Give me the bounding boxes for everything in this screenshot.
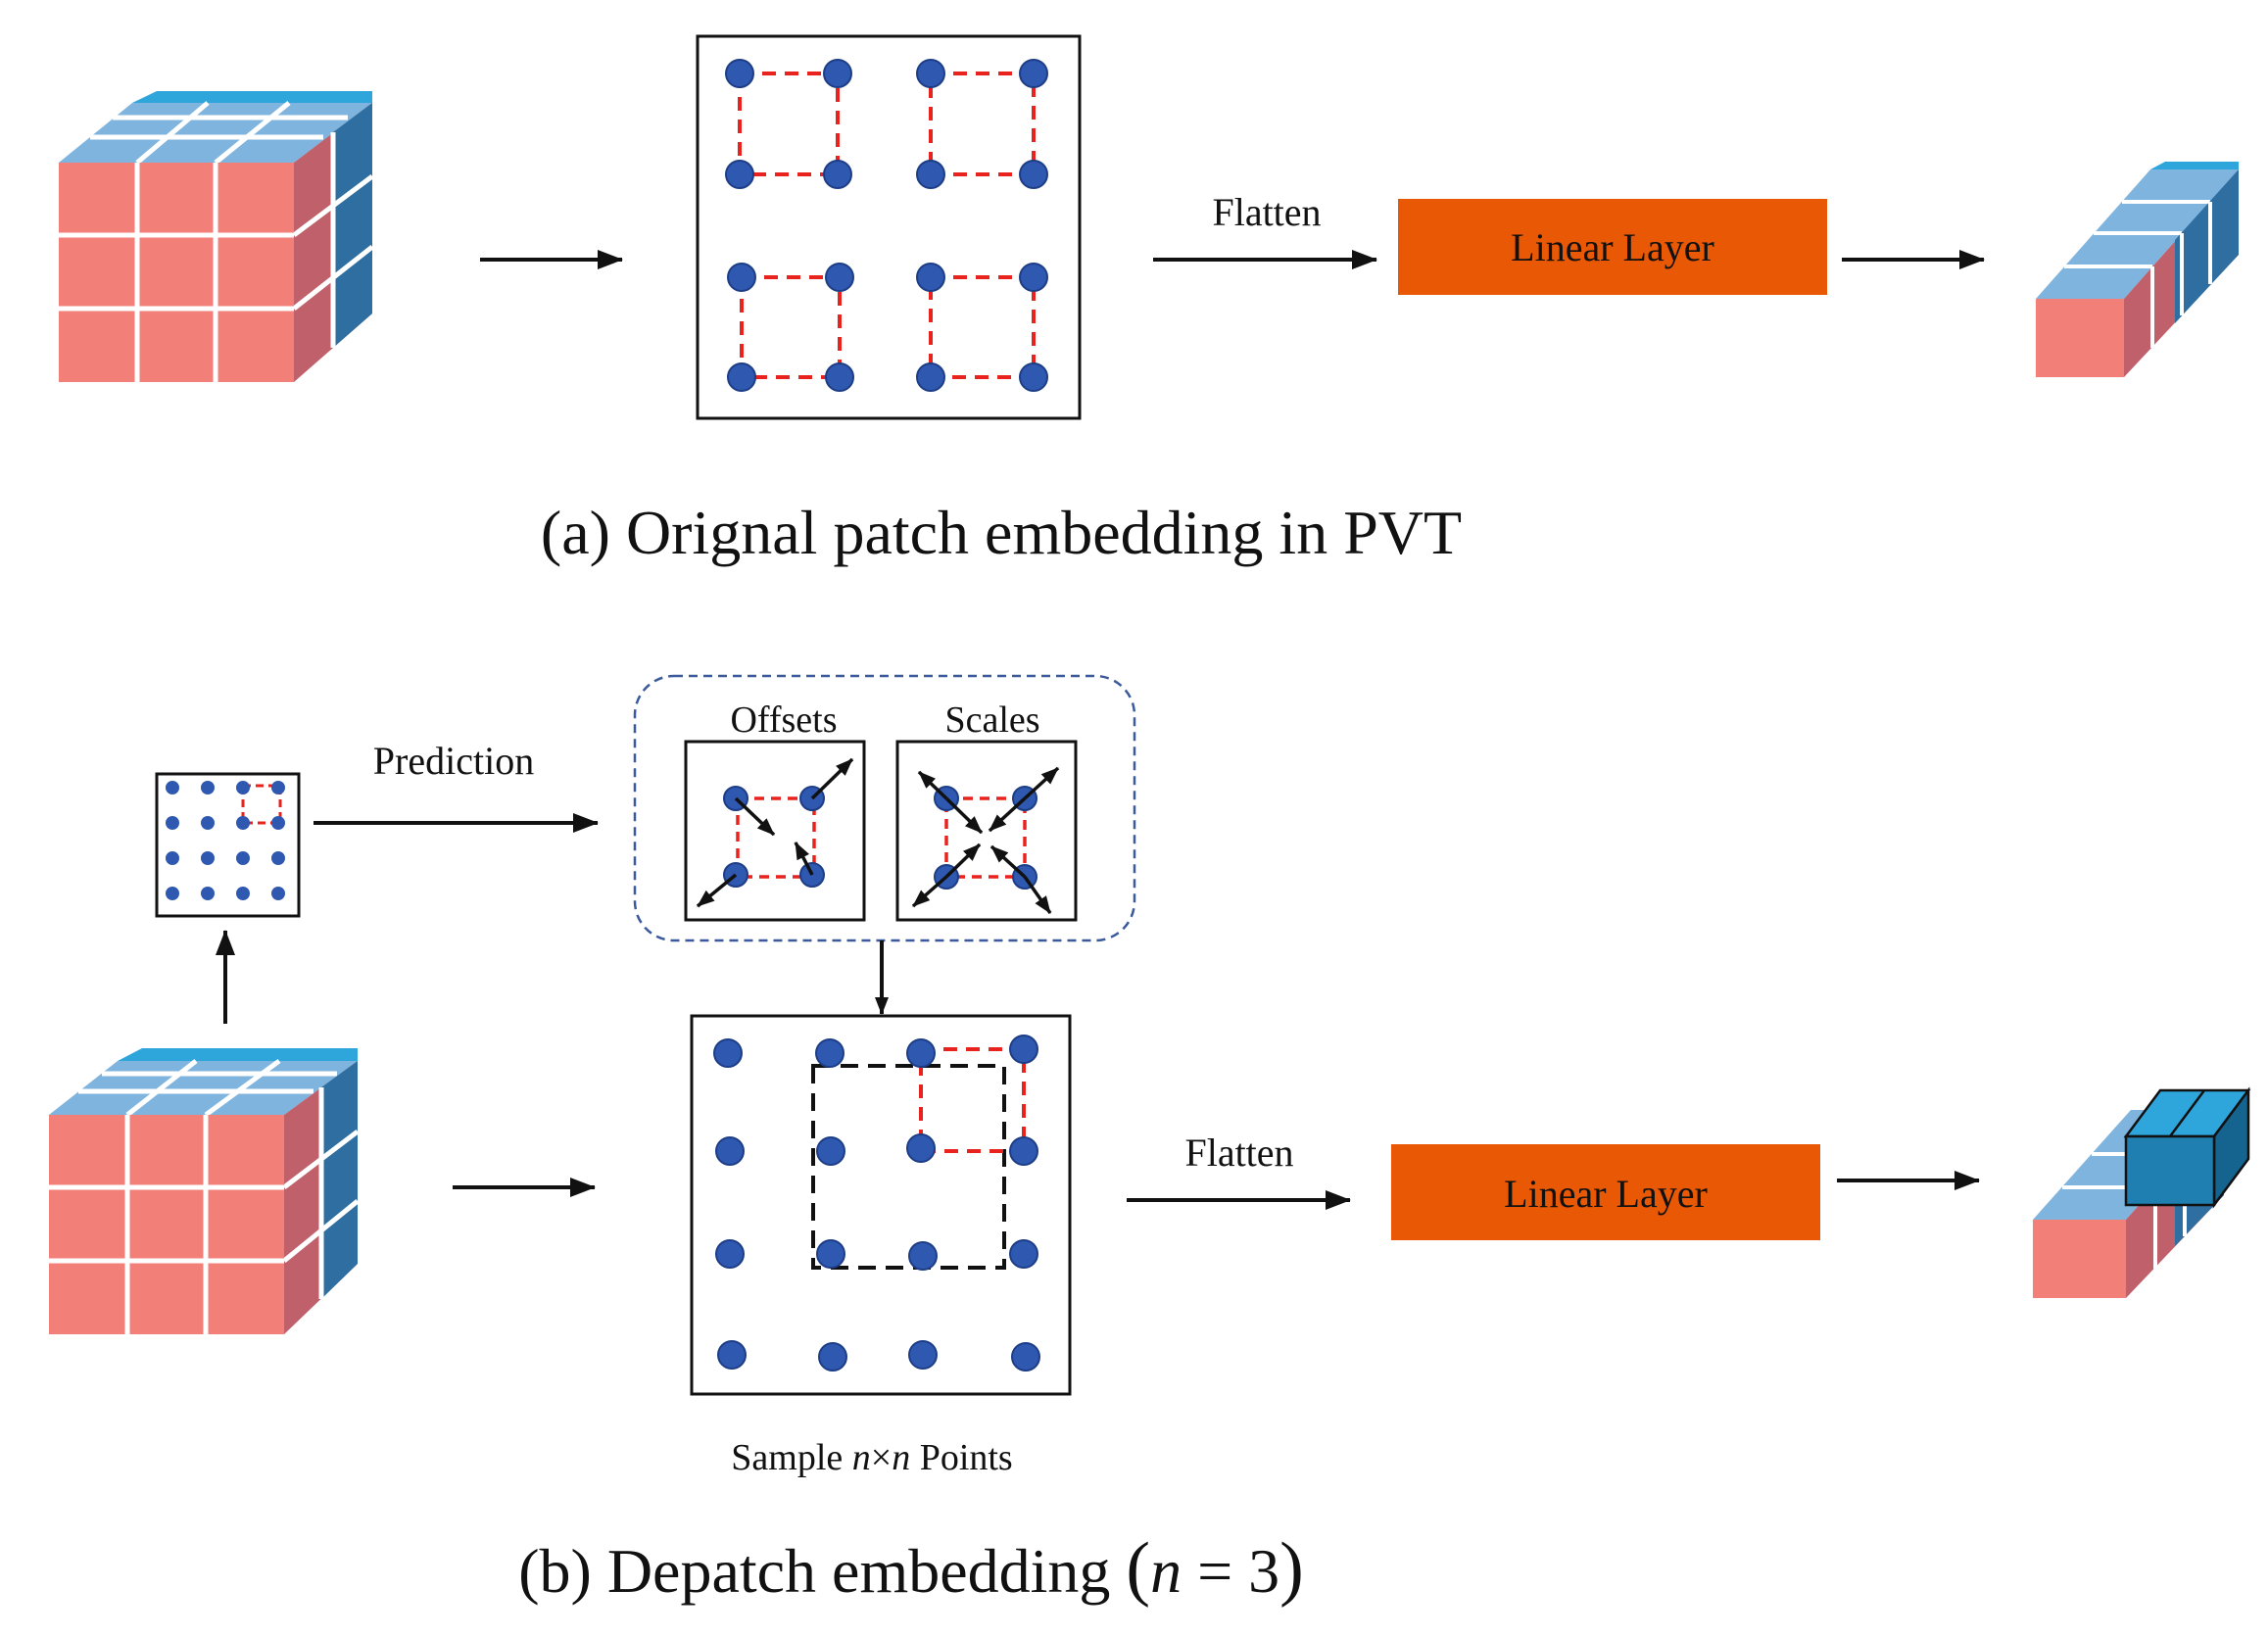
sample-point: [727, 263, 756, 292]
sample-point: [717, 1340, 747, 1370]
sample-point: [1019, 160, 1048, 189]
patch-outline: [738, 72, 840, 176]
sample-point: [236, 851, 250, 865]
sample-point: [825, 362, 854, 392]
scale-arrow: [917, 770, 948, 800]
sample-point: [815, 1038, 844, 1068]
offset-arrow: [794, 842, 814, 876]
output-token-column-b: [2033, 1086, 2251, 1298]
sample-point: [816, 1239, 845, 1269]
patch-grid-a: [696, 34, 1082, 420]
linear-layer-label-b: Linear Layer: [1504, 1172, 1708, 1216]
sample-point: [271, 781, 285, 794]
scale-arrow: [911, 875, 948, 908]
sample-point: [727, 362, 756, 392]
scale-arrow: [944, 796, 984, 835]
sample-point: [201, 887, 215, 900]
sample-point: [201, 851, 215, 865]
sample-point: [713, 1038, 743, 1068]
sample-point: [166, 887, 179, 900]
scale-arrow: [989, 844, 1027, 879]
sample-point: [916, 362, 945, 392]
offsets-label: Offsets: [730, 699, 837, 741]
sample-point: [236, 816, 250, 830]
sample-point: [818, 1342, 847, 1372]
offset-arrow: [696, 873, 738, 908]
offsets-panel: [684, 740, 866, 922]
sample-point: [271, 887, 285, 900]
sample-point: [906, 1133, 936, 1163]
sample-point: [725, 59, 754, 88]
sample-point: [1009, 1136, 1038, 1166]
sample-point: [916, 59, 945, 88]
patch-outline: [919, 1047, 1026, 1153]
scale-arrow: [944, 843, 982, 879]
linear-layer-label-a: Linear Layer: [1511, 225, 1714, 269]
caption-b: (b) Depatch embedding (n = 3): [518, 1528, 1304, 1609]
sampling-region: [811, 1064, 1006, 1270]
sample-point: [823, 160, 852, 189]
sample-point: [906, 1038, 936, 1068]
offset-arrow: [734, 796, 776, 837]
patch-outline: [740, 275, 842, 379]
input-feature-cube-b: [49, 1048, 360, 1334]
sample-point: [271, 851, 285, 865]
scales-panel: [895, 740, 1078, 922]
linear-layer-box-a: Linear Layer: [1398, 199, 1827, 295]
flatten-label-a: Flatten: [1212, 190, 1321, 234]
sample-point: [166, 816, 179, 830]
offsets-scales-group: [633, 674, 1136, 942]
sample-point: [166, 851, 179, 865]
sample-point: [825, 263, 854, 292]
sample-point: [908, 1241, 938, 1271]
sample-point: [166, 781, 179, 794]
flatten-label-b: Flatten: [1184, 1131, 1293, 1175]
patch-outline: [241, 784, 282, 825]
sample-point: [271, 816, 285, 830]
patch-outline: [944, 796, 1027, 879]
caption-a: (a) Orignal patch embedding in PVT: [541, 498, 1462, 567]
sample-point: [1019, 362, 1048, 392]
patch-outline: [929, 275, 1036, 379]
prediction-label: Prediction: [373, 739, 534, 783]
sample-point: [908, 1340, 938, 1370]
sample-point: [201, 781, 215, 794]
sample-point: [201, 816, 215, 830]
sample-point: [1009, 1239, 1038, 1269]
scale-arrow: [1023, 766, 1060, 800]
linear-layer-box-b: Linear Layer: [1391, 1144, 1820, 1240]
sample-point: [236, 887, 250, 900]
output-token-column-a: [2036, 162, 2239, 377]
scale-arrow: [1023, 875, 1052, 915]
patch-outline: [736, 796, 816, 879]
sample-point: [1019, 59, 1048, 88]
sample-point: [916, 263, 945, 292]
scales-label: Scales: [944, 699, 1039, 741]
patch-outline: [929, 72, 1036, 176]
offset-arrow: [810, 757, 854, 800]
prediction-input-map: [155, 772, 301, 918]
sample-point: [1011, 1342, 1040, 1372]
sample-point: [725, 160, 754, 189]
scale-arrow: [988, 796, 1027, 833]
sample-point: [1009, 1035, 1038, 1064]
sample-point: [715, 1136, 745, 1166]
sample-point: [916, 160, 945, 189]
deformable-sample-grid: [690, 1014, 1072, 1396]
sample-point: [715, 1239, 745, 1269]
sample-point: [236, 781, 250, 794]
sample-point: [816, 1136, 845, 1166]
input-feature-cube-a: [59, 91, 374, 382]
sample-point: [823, 59, 852, 88]
sample-points-label: Sample n×n Points: [731, 1437, 1012, 1478]
sample-point: [1019, 263, 1048, 292]
